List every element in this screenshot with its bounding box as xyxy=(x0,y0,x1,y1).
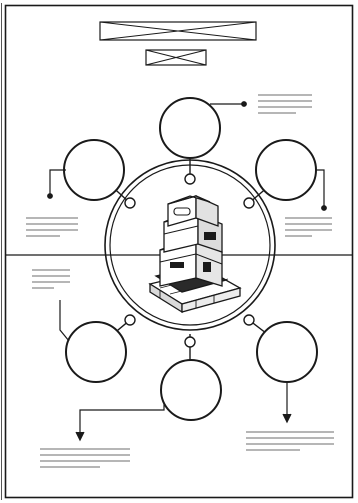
callout-text-lower-left xyxy=(32,270,70,288)
leader-upper-right xyxy=(316,170,324,208)
leader-top-dot xyxy=(242,102,247,107)
callout-text-lower-right xyxy=(246,432,334,450)
callout-text-upper-left xyxy=(26,218,78,236)
node-lower-right xyxy=(257,322,317,382)
leader-bottom-arrow xyxy=(76,432,84,440)
node-bottom xyxy=(161,360,221,420)
leader-upper-right-dot xyxy=(322,206,327,211)
callout-text-top xyxy=(258,95,312,113)
leader-upper-left-dot xyxy=(48,194,53,199)
callout-text-upper-right xyxy=(285,218,332,236)
stacked-boxes-icon xyxy=(150,196,240,312)
leader-lower-left xyxy=(60,300,69,341)
leader-bottom xyxy=(80,403,164,438)
node-top xyxy=(160,98,220,158)
subtitle-placeholder xyxy=(146,50,206,65)
node-upper-right xyxy=(256,140,316,200)
leader-lower-right-arrow xyxy=(283,414,291,422)
title-placeholder xyxy=(100,22,256,40)
callout-text-bottom xyxy=(40,449,130,467)
node-lower-left xyxy=(66,322,126,382)
node-upper-left xyxy=(64,140,124,200)
